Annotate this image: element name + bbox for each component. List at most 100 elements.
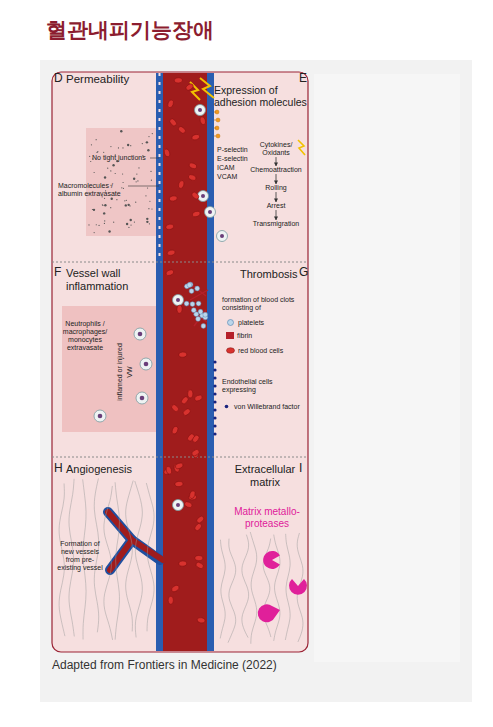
red-blood-cell (174, 78, 182, 83)
panel-heading: Expression of adhesion molecules (214, 84, 308, 108)
white-cells (94, 105, 228, 511)
albumin-dot (136, 181, 137, 182)
red-blood-cell (170, 403, 179, 412)
red-blood-cell (168, 596, 173, 604)
albumin-dot (90, 161, 91, 162)
red-blood-cell (167, 99, 175, 108)
legend-item: fibrin (226, 332, 252, 339)
matrix-fiber (135, 481, 143, 637)
albumin-dot (150, 171, 151, 172)
annotation: formation of blood clots consisting of (222, 296, 308, 312)
vwf-dot (213, 392, 216, 395)
leukocyte (134, 328, 146, 340)
annotation: Formation of new vessels from pre-existi… (56, 540, 104, 572)
albumin-dot (147, 149, 149, 151)
panel-background (40, 60, 472, 702)
nucleus (140, 396, 145, 401)
legend-text: platelets (238, 319, 264, 326)
platelet (191, 308, 196, 313)
red-blood-cell (177, 305, 182, 313)
platelet (196, 317, 201, 322)
oxidant-bolt (200, 78, 214, 98)
albumin-dot (108, 230, 110, 232)
legend-text: fibrin (237, 332, 252, 339)
stalk (214, 120, 216, 121)
albumin-dot (130, 224, 131, 225)
albumin-dot (115, 173, 116, 174)
albumin-dot (122, 182, 123, 183)
figure-caption: Adapted from Frontiers in Medicine (2022… (52, 659, 277, 673)
albumin-dot (89, 156, 90, 157)
albumin-dot (94, 232, 95, 233)
rbc-icon (227, 348, 235, 354)
vwf-dot (213, 416, 216, 419)
vwf-dot (213, 424, 216, 427)
matrix-fiber (126, 480, 134, 631)
albumin-dot (91, 144, 92, 145)
red-blood-cell (169, 195, 178, 201)
leukocyte (217, 231, 228, 242)
red-blood-cell (188, 162, 197, 170)
stalk (214, 136, 216, 137)
albumin-dot (88, 224, 89, 225)
nucleus (208, 210, 212, 214)
red-blood-cell (177, 125, 186, 134)
red-blood-cell (187, 390, 193, 398)
albumin-dot (110, 146, 111, 147)
albumin-dot (104, 223, 105, 224)
albumin-dot (102, 205, 103, 206)
red-blood-cell (171, 425, 179, 434)
leukocyte (173, 500, 184, 511)
panel-letter: H (54, 462, 63, 476)
adhesion-molecule (215, 126, 219, 130)
vwf-dot (213, 432, 216, 435)
platelet (203, 312, 208, 317)
flow-arrow (276, 174, 277, 184)
step-text: Cytokines/ Oxidants (253, 141, 299, 157)
nucleus (201, 194, 205, 198)
vwf-dot (213, 368, 216, 371)
panel-heading: Extracellular matrix (232, 463, 298, 488)
red-blood-cell (199, 116, 206, 125)
albumin-dot (96, 139, 97, 140)
albumin-dot (112, 164, 114, 166)
stalk (214, 112, 216, 113)
albumin-dot (116, 199, 117, 200)
albumin-dot (123, 188, 124, 189)
red-blood-cell (191, 191, 200, 200)
matrix-fiber (146, 483, 154, 631)
fibrin-strand (188, 282, 206, 296)
red-blood-cell (178, 352, 187, 358)
albumin-dot (104, 198, 105, 199)
albumin-dot (146, 221, 148, 223)
process-step: Arrest (256, 202, 296, 210)
matrix-fiber (228, 539, 236, 643)
nucleus (98, 414, 103, 419)
platelet (196, 301, 201, 306)
albumin-dot (125, 204, 127, 206)
red-blood-cell (194, 522, 203, 531)
red-blood-cell (165, 223, 174, 230)
nucleus (220, 234, 224, 238)
protease-symbol (289, 579, 307, 595)
albumin-dot (110, 207, 111, 208)
albumin-dot (134, 221, 135, 222)
adhesion-molecule (216, 134, 220, 138)
annotation: Macromolecules / albumin extravasate (58, 182, 130, 198)
annotation: Endothelial cells expressing (222, 378, 288, 394)
nucleus (138, 332, 143, 337)
red-blood-cell (178, 180, 185, 189)
vwf-dot (213, 360, 216, 363)
rotated-note: VW (126, 366, 134, 377)
page-title: 혈관내피기능장애 (46, 18, 214, 42)
leukocyte (195, 105, 206, 116)
panel-letter: E (299, 72, 307, 86)
panel-letter: F (54, 266, 61, 280)
red-blood-cell (195, 561, 205, 570)
red-blood-cell (195, 555, 203, 560)
panel-inset (314, 74, 460, 662)
albumin-dot (96, 152, 97, 153)
platelet (190, 302, 195, 307)
albumin-dot (96, 224, 97, 225)
